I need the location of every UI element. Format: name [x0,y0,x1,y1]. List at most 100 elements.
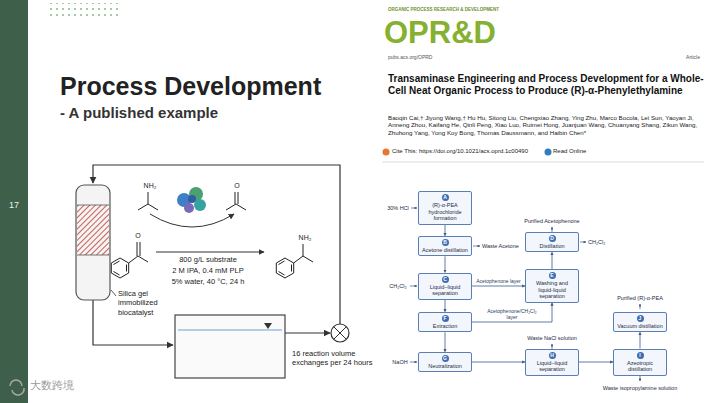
art-stroke [10,380,22,386]
art-stroke [303,244,304,256]
step-text: Vacuum distillation [616,323,664,330]
dot-decoration [48,3,120,17]
stirred-tank [175,315,285,378]
step-letter: C [442,276,449,283]
watermark-logo [10,380,24,395]
flow-arrow [445,256,446,272]
art-stroke [77,205,109,255]
art-stroke [126,265,127,272]
journal-name: ORGANIC PROCESS RESEARCH & DEVELOPMENT [388,7,499,12]
art-stroke [410,286,417,287]
journal-logo: OPR&D [384,14,496,52]
art-stroke [137,242,138,256]
callout-label: 16 reaction volume exchanges per 24 hour… [292,349,382,367]
process-box: GNeutralization [418,352,472,373]
callout-label: Silica gel immobilized biocatalyst [118,289,182,316]
step-letter: F [442,315,449,322]
art-stroke [77,205,109,206]
step-text: Distillation [528,243,576,250]
step-letter: E [549,272,556,279]
condition-text: 5% water, 40 °C, 24 h [172,277,245,286]
art-stroke [150,214,234,227]
step-letter: G [442,355,449,362]
step-text: (R)-α-PEA hydrochloride formation [421,202,469,222]
molecule-structures [111,192,313,278]
read-online: Read Online [553,148,586,155]
step-letter: D [549,235,556,242]
article-header-art [382,149,704,163]
flow-arrow [445,300,446,312]
step-letter: H [549,352,556,359]
atom-label: O [135,232,140,241]
process-box: EWashing and liquid-liquid separation [525,269,579,303]
art-stroke [235,192,236,204]
stream-label: Purified (R)-α-PEA [617,295,663,302]
article-type: Article [686,54,700,60]
art-stroke [148,192,149,204]
step-text: Extraction [421,323,469,330]
art-stroke [114,261,120,265]
atom-label: NH₂ [299,234,312,243]
enzyme-structure [177,187,206,213]
process-box: A(R)-α-PEA hydrochloride formation [418,191,472,225]
art-stroke [77,255,109,256]
stream-label: Acetophenone layer [474,279,524,285]
art-stroke [383,149,390,156]
stream-label: CH₂Cl₂ [389,283,406,290]
page-number: 17 [9,200,19,211]
art-stroke [640,375,641,381]
stream-label: Waste isopropylamine solution [603,385,677,392]
leader-line [111,290,116,296]
art-stroke [178,330,282,331]
side-bar [0,0,28,403]
step-letter: A [442,194,449,201]
pump-symbol [331,324,349,342]
process-box: HLiquid–liquid separation [525,349,579,376]
step-text: Neutralization [421,363,469,370]
art-stroke [76,185,110,300]
journal-url: pubs.acs.org/OPRD [388,54,432,60]
art-stroke [194,199,206,211]
art-stroke [279,272,285,276]
art-stroke [279,261,285,265]
art-stroke [156,252,264,253]
condition-text: 2 M IPA, 0.4 mM PLP [172,266,244,275]
process-box: DDistillation [525,232,579,253]
stream-label: NaOH [392,359,407,366]
art-stroke [129,256,148,263]
flow-arrow [552,252,553,269]
reaction-arrows [150,214,264,252]
art-stroke [382,162,704,163]
step-letter: J [637,315,644,322]
process-box: JVacuum distillation [613,312,667,333]
art-stroke [12,388,24,395]
stream-label: Purified Acetophenone [524,218,579,225]
flow-arrow [472,362,525,363]
flowchart-side-arrows [410,208,640,381]
process-box: CLiquid–liquid separation [418,273,472,300]
art-stroke [238,192,239,204]
stream-label: CH₂Cl₂ [588,239,605,246]
watermark: 大数跨境 [30,379,74,392]
stream-label: 30% HCl [387,205,409,212]
art-stroke [111,258,128,278]
art-stroke [334,327,346,339]
art-stroke [264,323,272,329]
art-stroke [184,203,194,213]
art-stroke [410,362,417,363]
flow-arrow [579,362,613,363]
art-stroke [114,272,120,276]
step-text: Liquid–liquid separation [421,284,469,297]
process-box: IAzeotropic distillation [613,349,667,376]
art-stroke [640,304,641,309]
art-stroke [138,204,158,210]
art-stroke [276,258,293,278]
citation: Cite This: https://doi.org/10.1021/acs.o… [392,148,528,155]
slide-title: Process Development [60,71,321,102]
step-text: Washing and liquid-liquid separation [528,280,576,300]
step-text: Liquid–liquid separation [528,360,576,373]
